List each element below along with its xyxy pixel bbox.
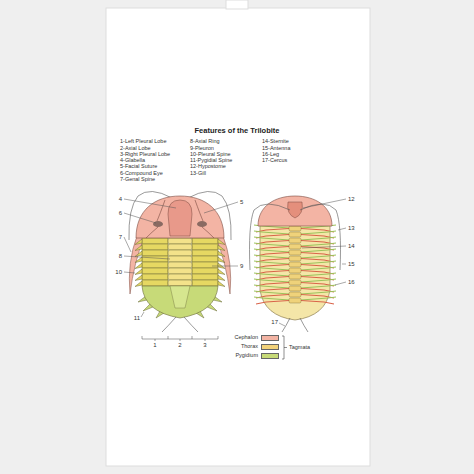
cercus-line <box>162 317 198 332</box>
callout-number: 2 <box>178 342 181 348</box>
leg-row <box>254 279 336 286</box>
callout-number: 16 <box>348 279 355 285</box>
callout-number: 1 <box>153 342 156 348</box>
legend-label: Cephalon <box>234 335 258 341</box>
leg-row <box>254 231 336 238</box>
group-label: Tagmata <box>289 345 310 351</box>
feature-list-item: 9-Pleuron <box>190 146 214 152</box>
lobe-bracket <box>142 336 218 341</box>
poster-sheet <box>106 8 370 466</box>
ventral-trilobite <box>250 196 341 332</box>
thorax-segment <box>135 250 225 257</box>
callout-number: 10 <box>115 269 122 275</box>
antenna-line <box>250 204 341 270</box>
leg-row <box>254 285 336 292</box>
feature-list-item: 15-Antenna <box>262 146 290 152</box>
callout-number: 6 <box>119 210 122 216</box>
callout-number: 8 <box>119 253 122 259</box>
callout-number: 9 <box>240 263 243 269</box>
callout-number: 12 <box>348 196 355 202</box>
feature-list-item: 2-Axial Lobe <box>120 146 151 152</box>
leg-row <box>254 249 336 256</box>
feature-list-item: 7-Genal Spine <box>120 177 155 183</box>
callout-number: 14 <box>348 243 355 249</box>
legend-swatch <box>261 353 279 359</box>
legend-swatch <box>261 335 279 341</box>
leg-row <box>254 291 336 298</box>
poster-hanger <box>226 0 248 9</box>
feature-list-item: 17-Cercus <box>262 158 287 164</box>
feature-list-item: 13-Gill <box>190 171 206 177</box>
thorax-segment <box>135 268 225 275</box>
leg-row <box>254 273 336 280</box>
callout-number: 15 <box>348 261 355 267</box>
feature-list-item: 14-Sternite <box>262 139 289 145</box>
feature-list-item: 4-Glabella <box>120 158 145 164</box>
feature-list-item: 16-Leg <box>262 152 279 158</box>
compound-eye <box>197 221 207 227</box>
leg-row <box>254 243 336 250</box>
thorax-segment <box>135 262 225 269</box>
tagmata-bracket <box>282 336 287 359</box>
feature-list-item: 8-Axial Ring <box>190 139 220 145</box>
feature-list-item: 1-Left Pleural Lobe <box>120 139 166 145</box>
legend-label: Pygidium <box>235 353 258 359</box>
callout-number: 3 <box>203 342 206 348</box>
pygidium-axis <box>170 286 190 308</box>
callout-number: 5 <box>240 199 243 205</box>
diagram-title: Features of the Trilobite <box>194 127 279 135</box>
feature-list-item: 6-Compound Eye <box>120 171 163 177</box>
leg-row <box>254 255 336 262</box>
cephalon-doublure <box>258 196 332 226</box>
leg-row <box>254 297 336 304</box>
cercus-line <box>282 318 308 332</box>
compound-eye <box>153 221 163 227</box>
callout-number: 13 <box>348 225 355 231</box>
feature-list-item: 12-Hypostome <box>190 164 226 170</box>
feature-list-item: 5-Facial Suture <box>120 164 157 170</box>
thorax-segment <box>135 244 225 251</box>
glabella-shape <box>168 200 192 236</box>
cephalon-shield <box>136 196 224 238</box>
leg-row <box>254 261 336 268</box>
facial-suture <box>146 200 214 238</box>
feature-list-item: 11-Pygidial Spine <box>190 158 232 164</box>
thorax-segment <box>135 274 225 281</box>
legend-label: Thorax <box>241 344 258 350</box>
callout-number: 4 <box>119 196 122 202</box>
leg-row <box>254 237 336 244</box>
feature-list-item: 10-Pleural Spine <box>190 152 231 158</box>
callout-number: 11 <box>134 315 140 321</box>
thorax-segment <box>135 256 225 263</box>
legend-swatch <box>261 344 279 350</box>
leader-lines <box>124 199 346 326</box>
callout-number: 7 <box>119 234 122 240</box>
pygidium-shape <box>142 286 218 318</box>
feature-list-item: 3-Right Pleural Lobe <box>120 152 170 158</box>
callout-number: 17 <box>271 319 278 325</box>
leg-row <box>254 267 336 274</box>
thorax-segment <box>135 238 225 245</box>
thorax-segment <box>135 280 225 287</box>
